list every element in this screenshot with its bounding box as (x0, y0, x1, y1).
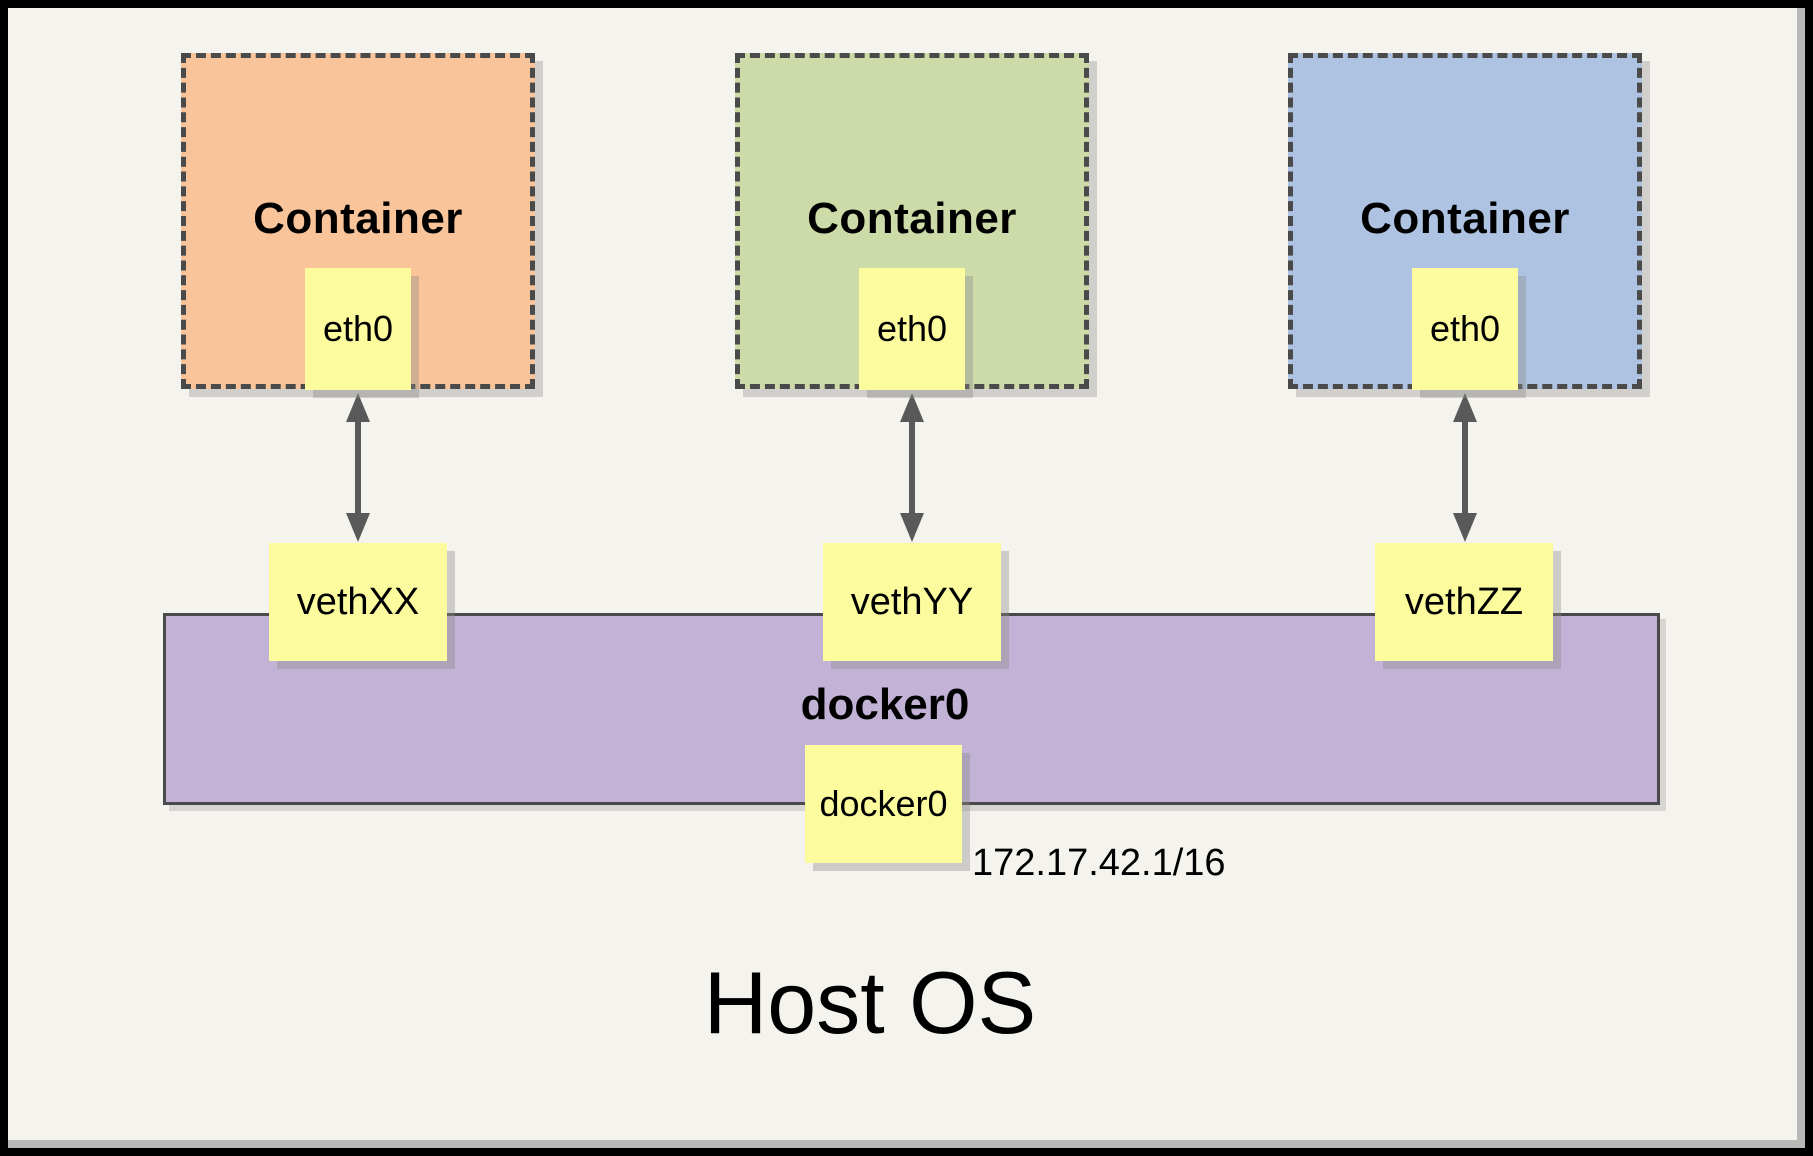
eth0-interface-node: eth0 (859, 268, 965, 390)
eth0-label: eth0 (876, 308, 948, 349)
eth0-interface-node: eth0 (1412, 268, 1518, 390)
container-box-3: Container eth0 (1288, 53, 1642, 390)
veth-label: vethXX (296, 580, 420, 623)
veth-label: vethYY (850, 580, 974, 623)
host-os-label: Host OS (703, 953, 1037, 1052)
docker0-bridge-label: docker0 (800, 680, 970, 729)
veth-label: vethZZ (1404, 580, 1524, 623)
veth-interface-node: vethXX (269, 543, 447, 661)
container-title: Container (807, 194, 1017, 243)
veth-connection-arrow (346, 393, 370, 542)
container-box-1: Container eth0 (181, 53, 535, 390)
eth0-label: eth0 (322, 308, 394, 349)
veth-connection-arrow (900, 393, 924, 542)
container-title: Container (1360, 194, 1570, 243)
container-box-2: Container eth0 (735, 53, 1089, 390)
veth-connection-arrow (1453, 393, 1477, 542)
eth0-label: eth0 (1429, 308, 1501, 349)
eth0-interface-node: eth0 (305, 268, 411, 390)
veth-interface-node: vethYY (823, 543, 1001, 661)
docker0-label: docker0 (819, 783, 948, 824)
container-title: Container (253, 194, 463, 243)
docker0-interface-node: docker0 (805, 745, 962, 863)
bridge-ip-address: 172.17.42.1/16 (972, 842, 1226, 884)
veth-interface-node: vethZZ (1375, 543, 1553, 661)
